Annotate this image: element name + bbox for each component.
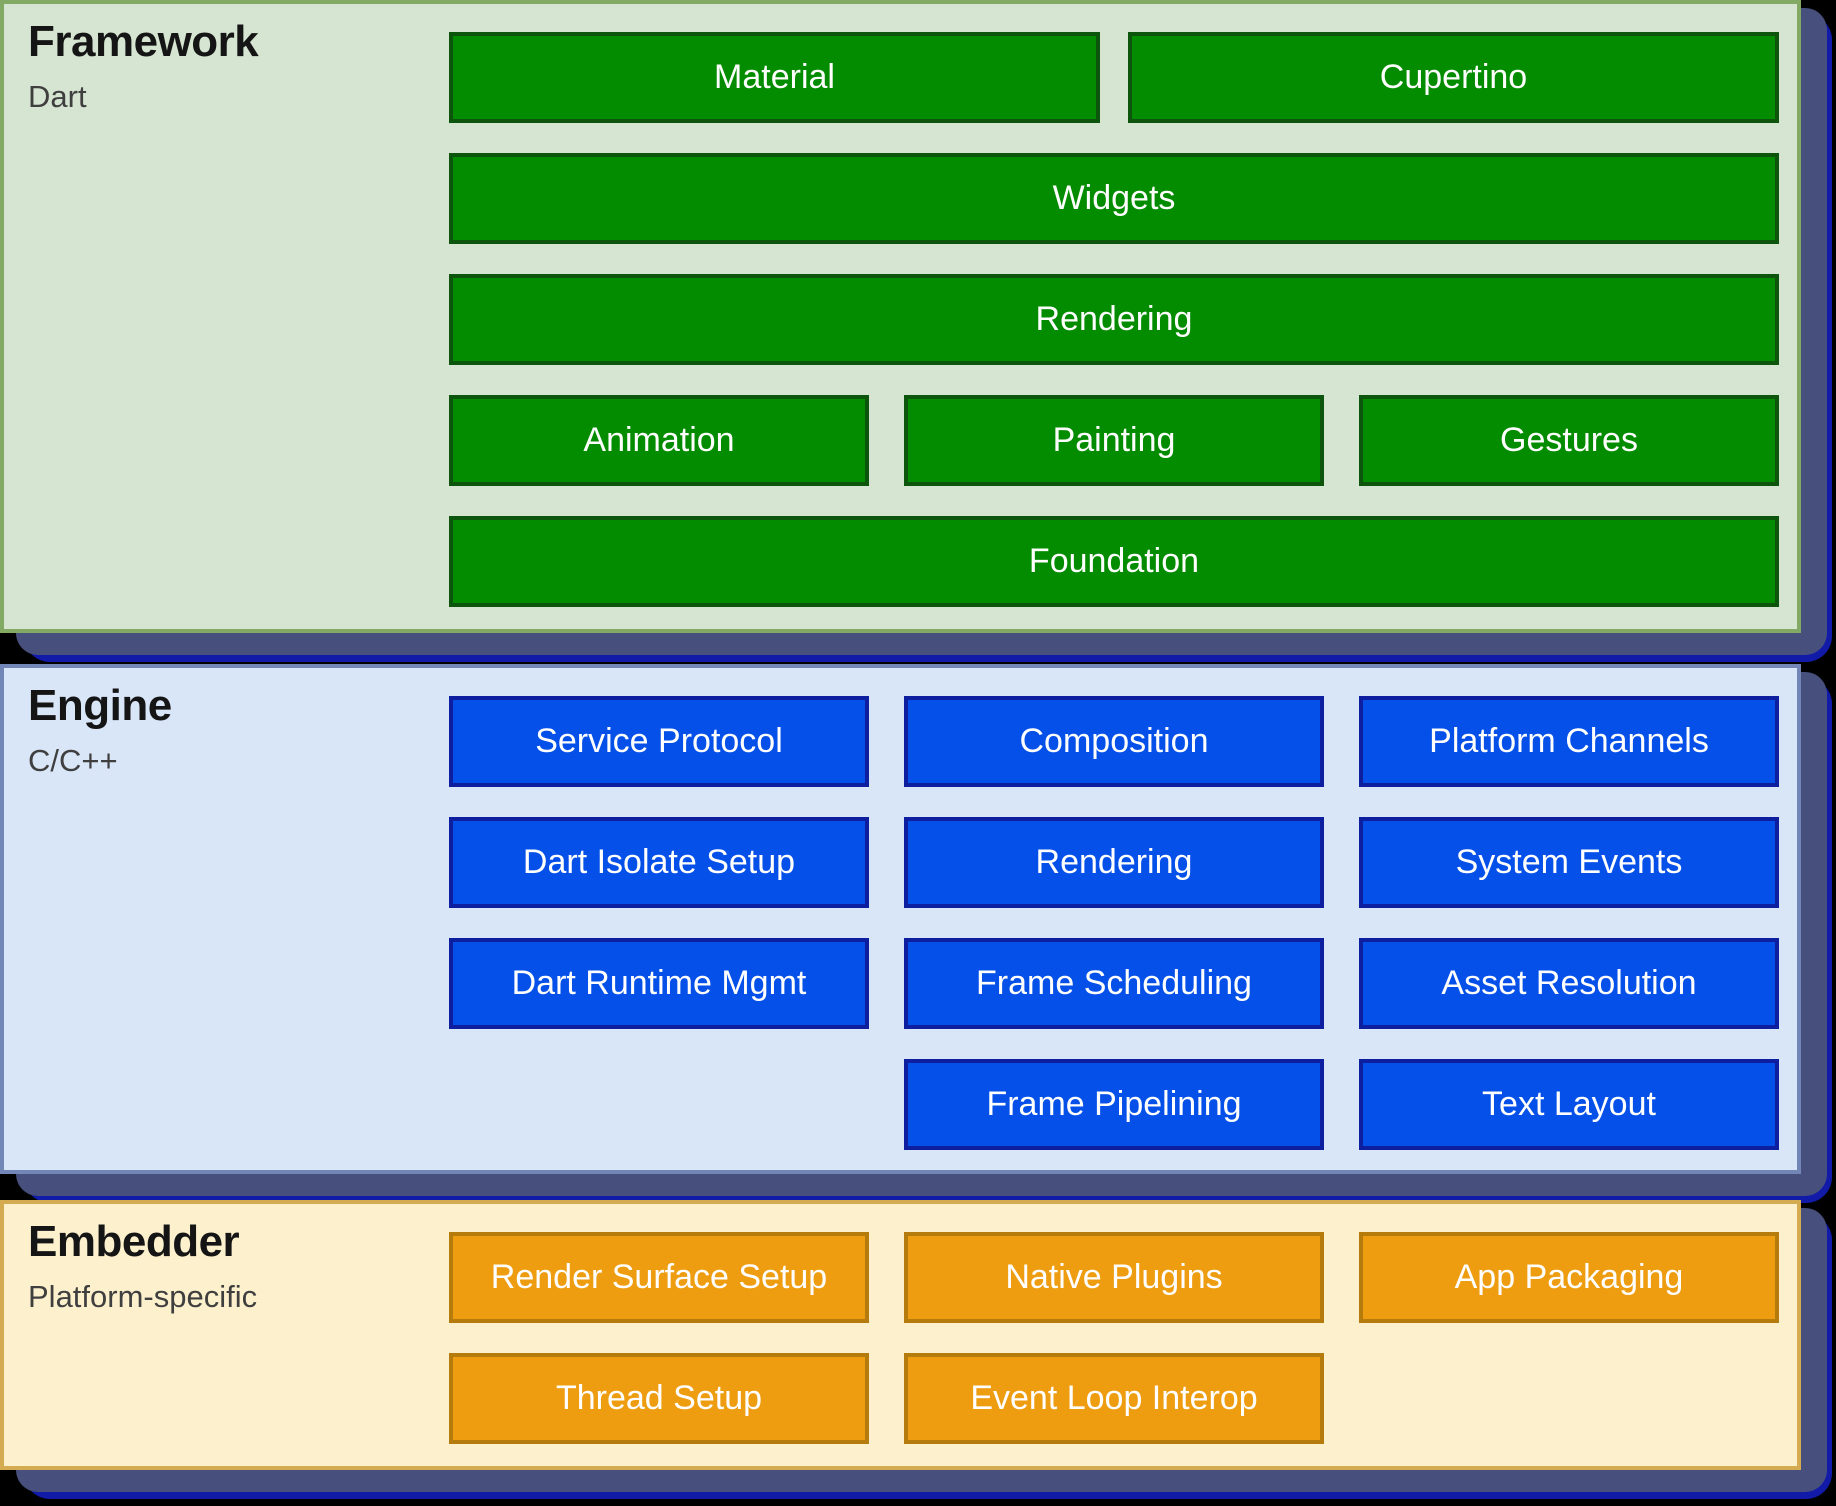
- embedder-subtitle: Platform-specific: [28, 1279, 258, 1314]
- box-service-protocol: Service Protocol: [449, 696, 869, 787]
- box-platform-channels: Platform Channels: [1359, 696, 1779, 787]
- framework-row-3: Rendering: [449, 274, 1779, 365]
- embedder-row-2: Thread Setup Event Loop Interop: [449, 1353, 1779, 1444]
- box-animation: Animation: [449, 395, 869, 486]
- framework-title: Framework: [28, 17, 259, 66]
- box-widgets: Widgets: [449, 153, 1779, 244]
- box-render-surface-setup: Render Surface Setup: [449, 1232, 869, 1323]
- box-rendering: Rendering: [449, 274, 1779, 365]
- framework-row-4: Animation Painting Gestures: [449, 395, 1779, 486]
- box-foundation: Foundation: [449, 516, 1779, 607]
- engine-row-2: Dart Isolate Setup Rendering System Events: [449, 817, 1779, 908]
- engine-subtitle: C/C++: [28, 743, 118, 778]
- engine-row-4: Frame Pipelining Text Layout: [449, 1059, 1779, 1150]
- framework-row-5: Foundation: [449, 516, 1779, 607]
- box-material: Material: [449, 32, 1100, 123]
- engine-boxes-grid: Service Protocol Composition Platform Chan…: [449, 696, 1779, 1180]
- box-dart-isolate-setup: Dart Isolate Setup: [449, 817, 869, 908]
- box-cupertino: Cupertino: [1128, 32, 1779, 123]
- embedder-row-1: Render Surface Setup Native Plugins App Pa…: [449, 1232, 1779, 1323]
- framework-subtitle: Dart: [28, 79, 87, 114]
- box-rendering: Rendering: [904, 817, 1324, 908]
- box-app-packaging: App Packaging: [1359, 1232, 1779, 1323]
- engine-title: Engine: [28, 681, 172, 730]
- embedder-title: Embedder: [28, 1217, 240, 1266]
- engine-row-1: Service Protocol Composition Platform Chan…: [449, 696, 1779, 787]
- embedder-boxes-grid: Render Surface Setup Native Plugins App Pa…: [449, 1232, 1779, 1474]
- box-gestures: Gestures: [1359, 395, 1779, 486]
- box-composition: Composition: [904, 696, 1324, 787]
- box-painting: Painting: [904, 395, 1324, 486]
- engine-row-3: Dart Runtime Mgmt Frame Scheduling Asset R…: [449, 938, 1779, 1029]
- framework-row-1: Material Cupertino: [449, 32, 1779, 123]
- box-thread-setup: Thread Setup: [449, 1353, 869, 1444]
- box-frame-scheduling: Frame Scheduling: [904, 938, 1324, 1029]
- framework-row-2: Widgets: [449, 153, 1779, 244]
- box-frame-pipelining: Frame Pipelining: [904, 1059, 1324, 1150]
- box-event-loop-interop: Event Loop Interop: [904, 1353, 1324, 1444]
- box-dart-runtime-mgmt: Dart Runtime Mgmt: [449, 938, 869, 1029]
- box-native-plugins: Native Plugins: [904, 1232, 1324, 1323]
- box-asset-resolution: Asset Resolution: [1359, 938, 1779, 1029]
- box-text-layout: Text Layout: [1359, 1059, 1779, 1150]
- box-system-events: System Events: [1359, 817, 1779, 908]
